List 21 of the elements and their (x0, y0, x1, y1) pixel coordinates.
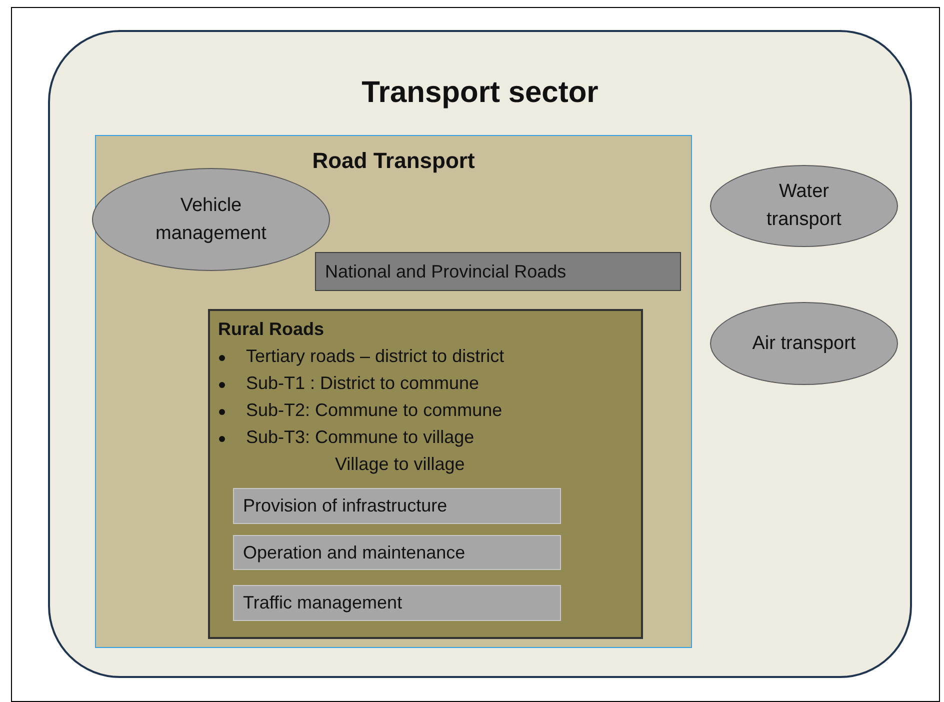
box-label: National and Provincial Roads (325, 261, 566, 282)
item-box (233, 585, 561, 621)
box-label: Traffic management (243, 592, 402, 614)
continuation-line: Village to village (335, 454, 465, 475)
box-label: Provision of infrastructure (243, 496, 448, 516)
bullet-item: Tertiary roads – district to district (246, 346, 504, 367)
item-box (233, 535, 561, 570)
panel-title: Transport sector (360, 76, 600, 110)
ellipse-label: Vehicle management (154, 194, 268, 246)
section-box (95, 135, 692, 648)
ellipse-label: Water transport (765, 180, 842, 232)
box-title: Rural Roads (218, 319, 324, 340)
item-box (233, 488, 561, 524)
category-box (208, 309, 643, 639)
bullet-item: Sub-T2: Commune to commune (246, 400, 502, 421)
bullet-item: Sub-T1 : District to commune (246, 373, 480, 394)
box-label: Operation and maintenance (243, 542, 466, 563)
bullet-item: Sub-T3: Commune to village (246, 427, 474, 448)
category-box (315, 252, 681, 291)
section-title: Road Transport (311, 148, 476, 174)
ellipse-label: Air transport (751, 332, 857, 356)
